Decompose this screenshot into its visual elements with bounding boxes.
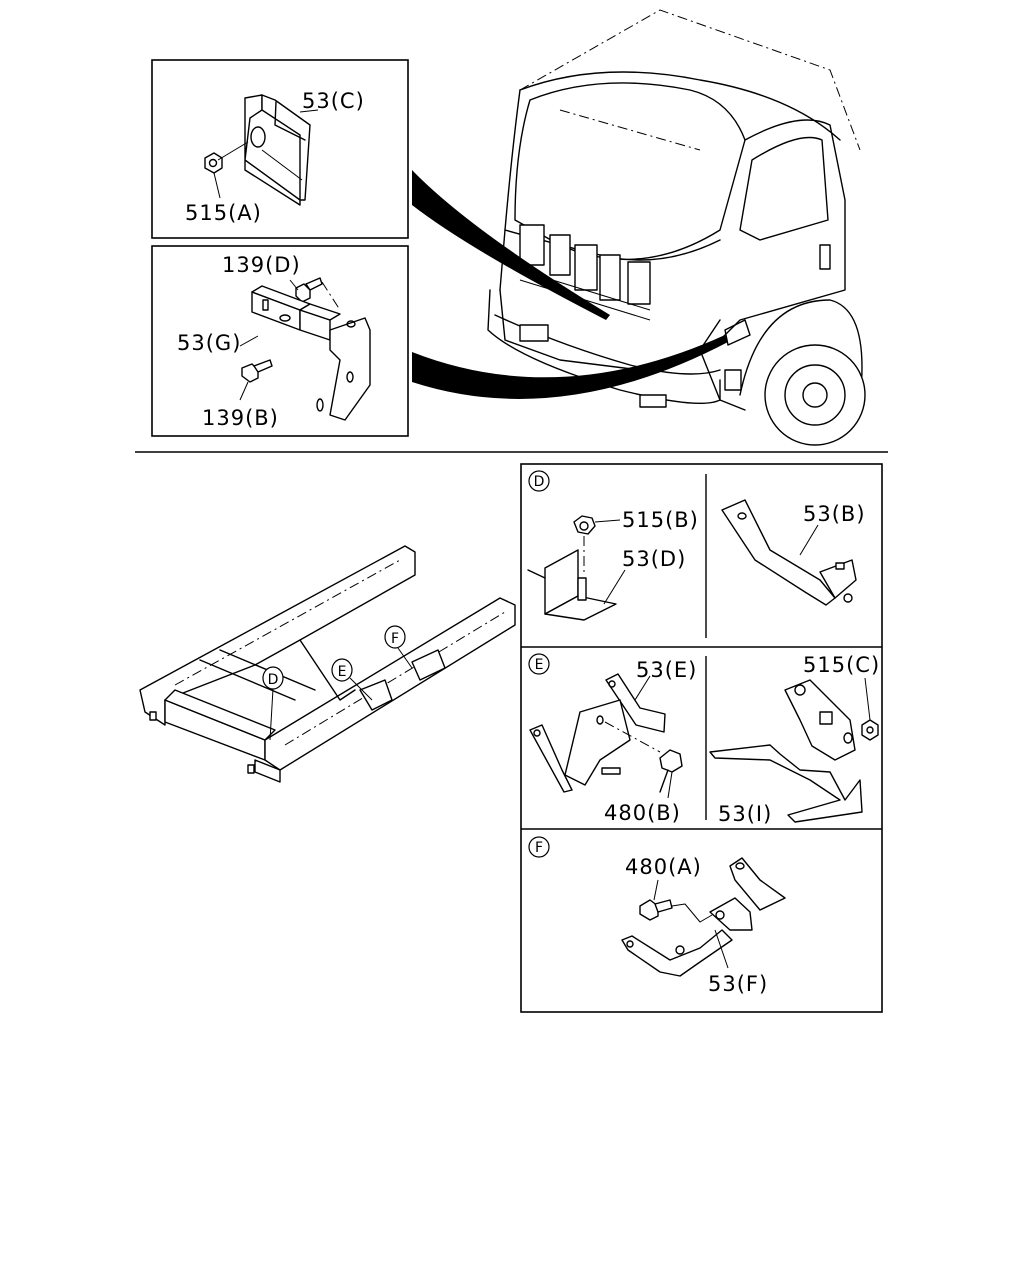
label-53e: 53(E) [636,658,697,682]
label-53g: 53(G) [177,331,241,355]
truck-cab-illustration [487,9,866,446]
detail-box-53g [151,245,409,437]
bolt-480b [659,749,683,799]
bracket-53d [527,549,626,621]
detail-box-53c [151,59,409,239]
leader-arrow-lower [412,335,728,399]
nut-515a [204,141,249,199]
detail-panel-def [520,463,883,1013]
label-139b: 139(B) [202,406,279,430]
label-515c: 515(C) [803,653,880,677]
bracket-53e [529,673,666,793]
label-53d: 53(D) [622,547,686,571]
chassis-frame-illustration [139,545,516,783]
frame-marker-e: E [331,658,373,701]
bracket-53i [709,679,863,823]
detail-d-section: D 515(B) 53(D) 53(B) [527,470,866,621]
label-53c: 53(C) [302,89,365,113]
svg-text:D: D [268,672,279,688]
leader-arrow-upper [412,170,610,320]
nut-515c [861,677,879,741]
bracket-53f [621,857,786,977]
bolt-139b [239,335,273,401]
nut-515b [573,515,621,572]
label-515b: 515(B) [622,508,699,532]
label-53i: 53(I) [718,802,772,826]
frame-marker-f: F [384,625,413,669]
frame-marker-d: D [262,666,284,741]
label-53b: 53(B) [803,502,866,526]
bracket-53g [251,285,371,421]
bolt-480a [639,879,713,923]
svg-text:D: D [534,474,545,490]
label-139d: 139(D) [222,253,301,277]
svg-text:F: F [391,631,399,647]
detail-f-section: F 480(A) 53(F) [528,836,786,996]
svg-text:E: E [338,664,347,680]
label-480a: 480(A) [625,855,702,879]
svg-text:E: E [535,657,544,673]
label-515a: 515(A) [185,201,262,225]
svg-text:F: F [535,840,543,856]
detail-e-section: E 53(E) 480( [528,653,880,826]
bolt-139d [289,277,341,311]
label-480b: 480(B) [604,801,681,825]
label-53f: 53(F) [708,972,768,996]
bracket-53c [244,94,311,206]
bracket-53b [721,499,857,606]
